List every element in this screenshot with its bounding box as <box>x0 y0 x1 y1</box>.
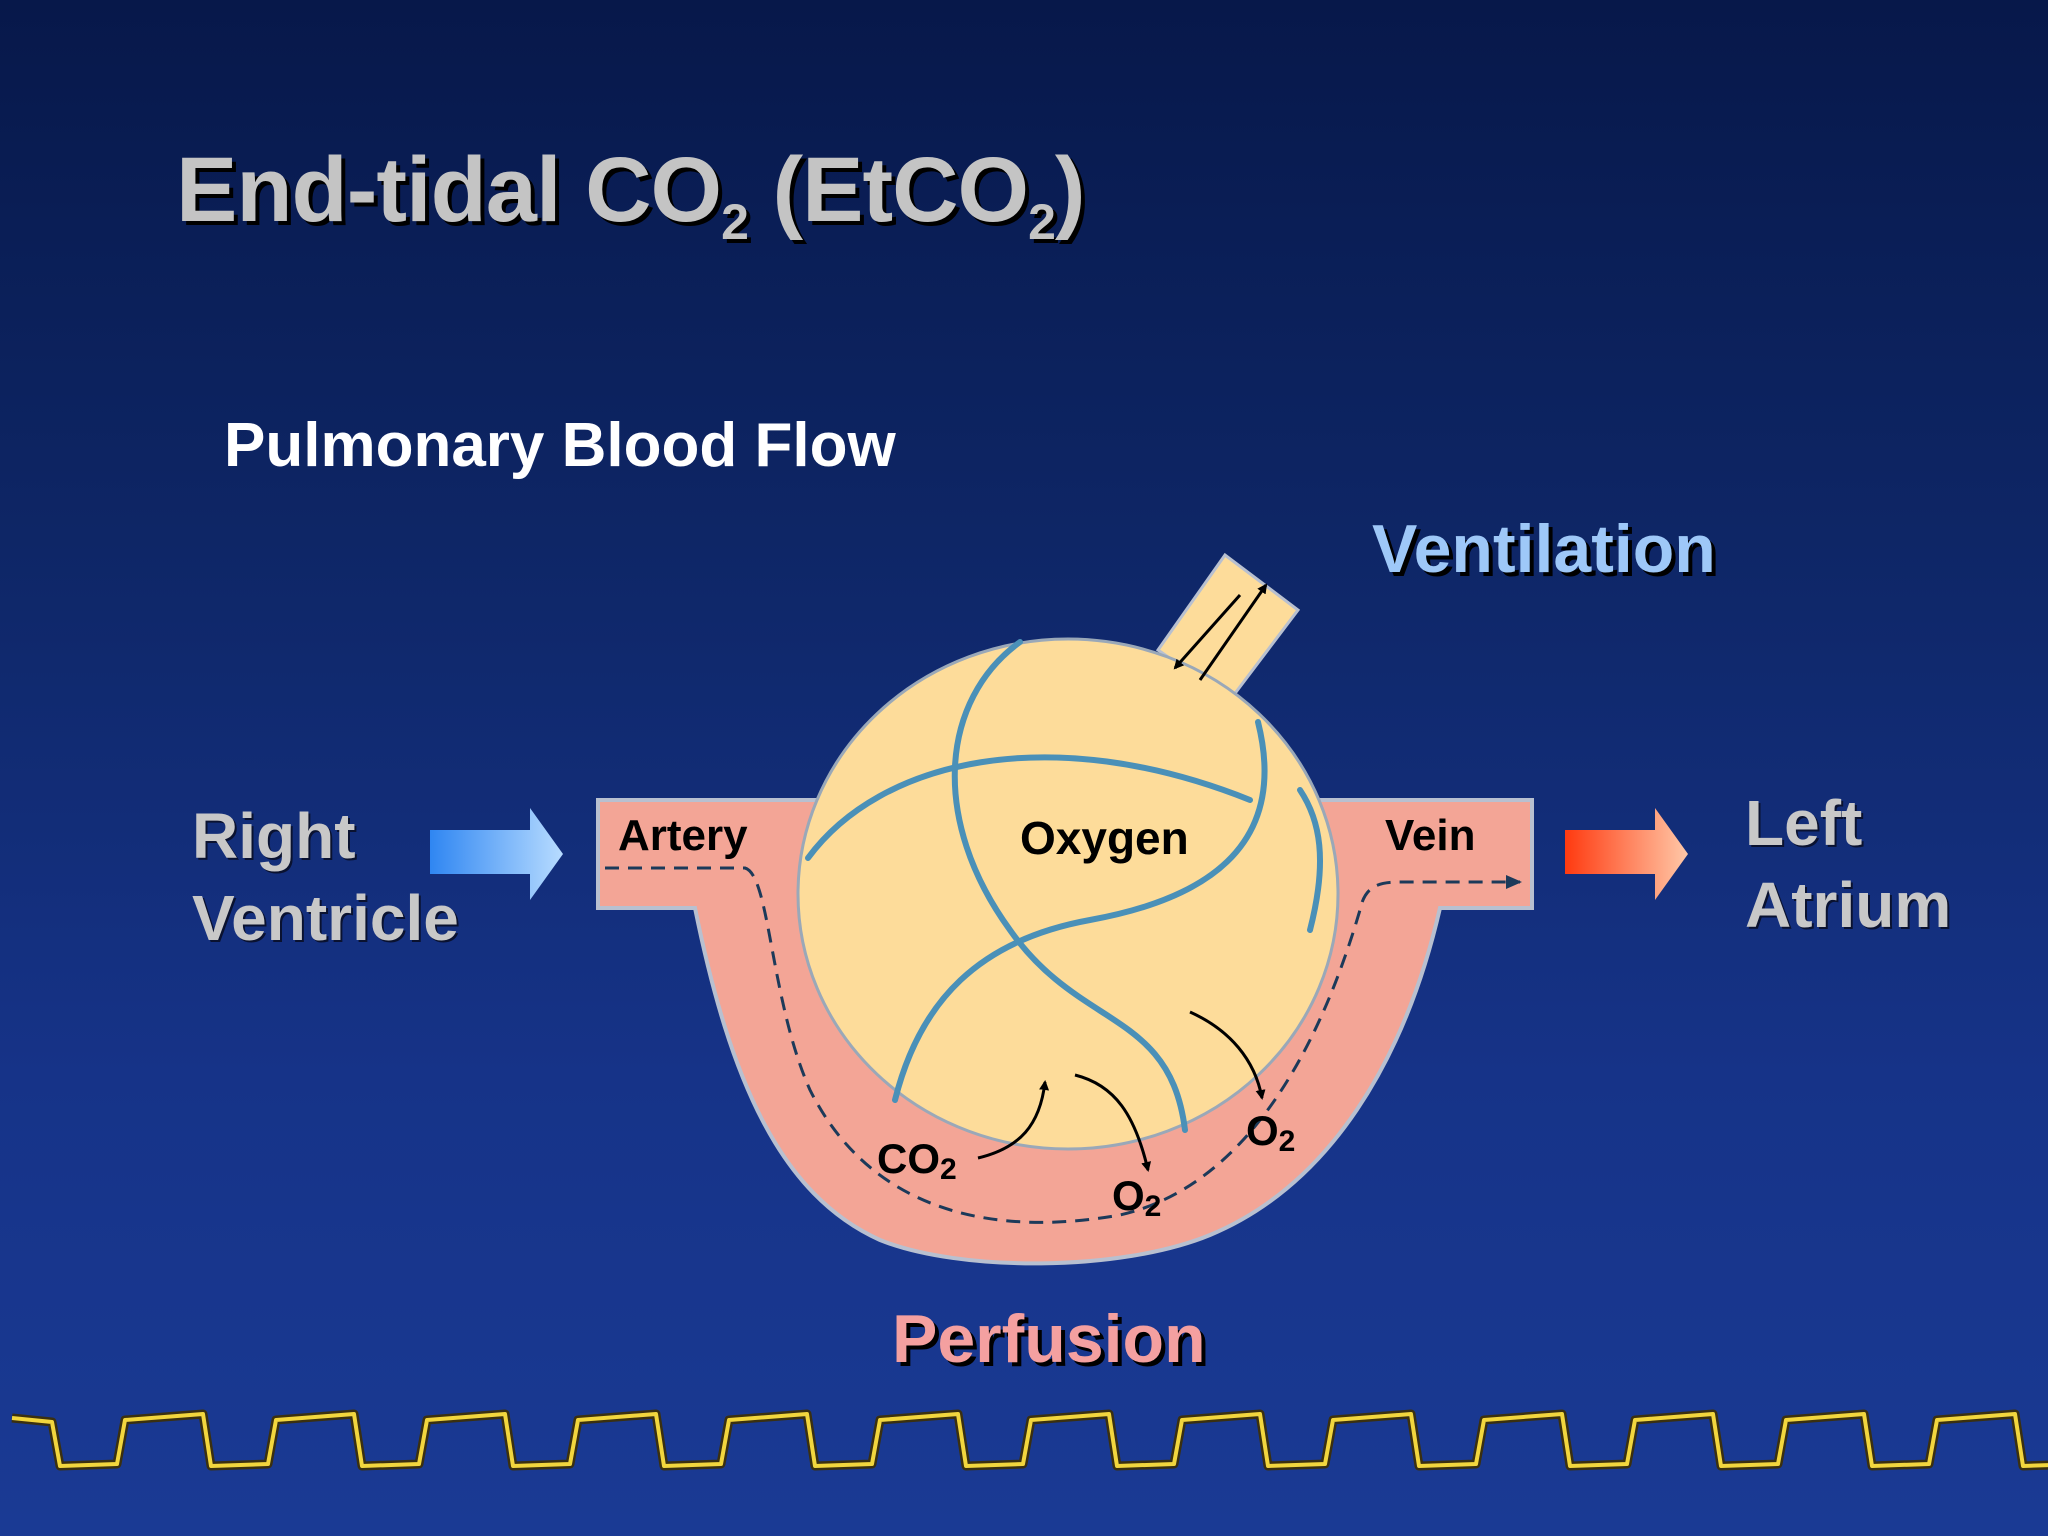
title-text-end: ) <box>1054 139 1086 241</box>
slide-subtitle: Pulmonary Blood Flow <box>224 411 896 480</box>
artery-label: Artery <box>618 811 748 860</box>
slide-title: End-tidal CO2 (EtCO2) <box>176 138 1086 251</box>
capnography-waveform-line <box>11 1412 2048 1468</box>
perfusion-label: Perfusion <box>892 1301 1206 1377</box>
blood-flow-path <box>605 866 1522 1224</box>
vein-label: Vein <box>1385 811 1476 860</box>
inhale-arrow <box>1198 583 1268 681</box>
left-atrium-line2: Atrium <box>1745 869 1952 941</box>
capillary-network <box>805 639 1324 1133</box>
o2-exchange-arrow-1 <box>1074 1073 1152 1172</box>
co2-exchange-arrow <box>977 1080 1050 1160</box>
oxygen-label: Oxygen <box>1020 812 1189 864</box>
alveolus <box>796 637 1340 1151</box>
title-subscript-1: 2 <box>721 194 749 250</box>
title-text-mid: (EtCO <box>747 139 1029 241</box>
o2-label-1: O2 <box>1112 1172 1161 1223</box>
title-subscript-2: 2 <box>1028 194 1056 250</box>
exhale-arrow <box>1173 594 1242 670</box>
left-atrium-line1: Left <box>1745 787 1863 859</box>
co2-label: CO2 <box>877 1135 957 1186</box>
o2-exchange-arrow-2 <box>1189 1010 1266 1100</box>
title-text-main: End-tidal CO <box>176 139 722 241</box>
o2-label-2: O2 <box>1246 1107 1295 1158</box>
right-arrow-icon <box>430 808 563 900</box>
right-arrow-icon <box>1565 808 1688 900</box>
left-atrium-label: Left Atrium <box>1745 782 1951 946</box>
right-ventricle-line2: Ventricle <box>192 882 459 954</box>
right-ventricle-line1: Right <box>192 800 356 872</box>
right-ventricle-label: Right Ventricle <box>192 795 459 959</box>
ventilation-label: Ventilation <box>1372 511 1716 587</box>
